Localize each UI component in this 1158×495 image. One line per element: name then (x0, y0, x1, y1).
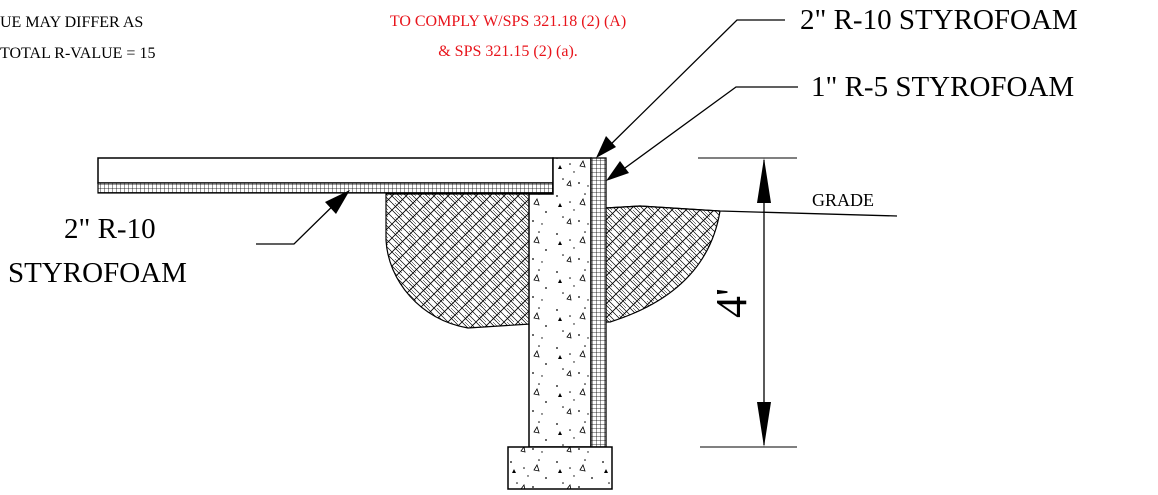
dimension-arrow-top (757, 158, 771, 203)
footing (507, 446, 613, 490)
arrow-wall-inner (606, 161, 629, 181)
foundation-wall (528, 157, 592, 448)
arrow-slab-insulation (325, 190, 350, 214)
arrow-wall-outer (596, 136, 616, 158)
label-wall-outer-insulation: 2" R-10 STYROFOAM (800, 4, 1078, 36)
code-reference-line1: TO COMPLY W/SPS 321.18 (2) (A) (390, 13, 626, 30)
label-slab-insulation-line2: STYROFOAM (8, 257, 187, 289)
note-r-value-line2: TOTAL R-VALUE = 15 (0, 45, 155, 62)
backfill-outer (604, 205, 721, 323)
label-wall-inner-insulation: 1" R-5 STYROFOAM (811, 71, 1074, 103)
concrete-slab (97, 157, 554, 184)
backfill-inner (385, 193, 531, 329)
wall-insulation-board (590, 157, 607, 448)
dimension-arrow-bottom (757, 402, 771, 447)
dimension-frost-depth: 4' (707, 288, 756, 318)
label-grade: GRADE (812, 190, 874, 210)
leader-wall-outer (602, 19, 785, 153)
slab-insulation-board (97, 182, 554, 194)
label-slab-insulation-line1: 2" R-10 (64, 213, 156, 245)
grade-line (605, 205, 898, 217)
leader-wall-inner (613, 86, 798, 177)
note-r-value-line1: UE MAY DIFFER AS (0, 14, 143, 31)
leader-slab-insulation (256, 192, 347, 245)
code-reference-line2: & SPS 321.15 (2) (a). (438, 43, 578, 60)
